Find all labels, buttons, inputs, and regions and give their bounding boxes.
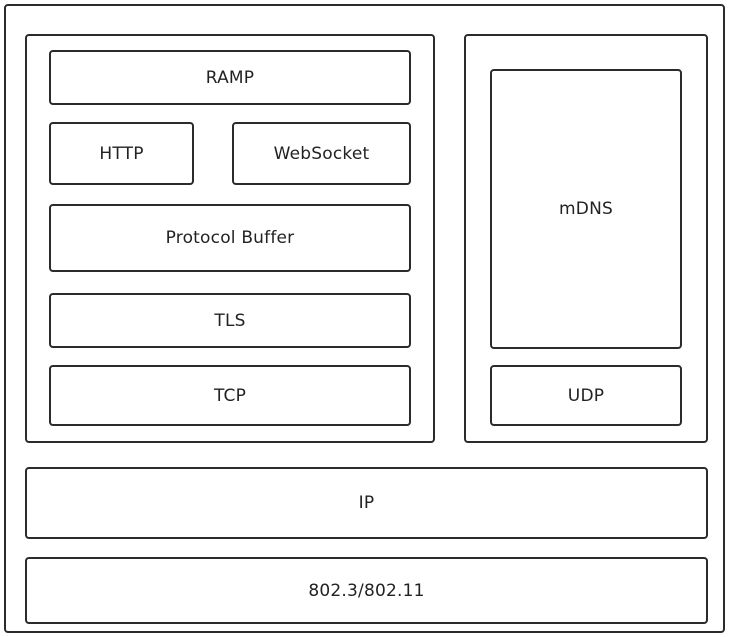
layer-websocket: WebSocket xyxy=(232,122,411,185)
layer-tcp: TCP xyxy=(49,365,411,426)
layer-udp: UDP xyxy=(490,365,682,426)
layer-ip: IP xyxy=(25,467,708,539)
layer-http: HTTP xyxy=(49,122,194,185)
layer-protocol-buffer: Protocol Buffer xyxy=(49,204,411,272)
layer-link: 802.3/802.11 xyxy=(25,557,708,624)
layer-ramp: RAMP xyxy=(49,50,411,105)
layer-mdns: mDNS xyxy=(490,69,682,349)
layer-tls: TLS xyxy=(49,293,411,348)
